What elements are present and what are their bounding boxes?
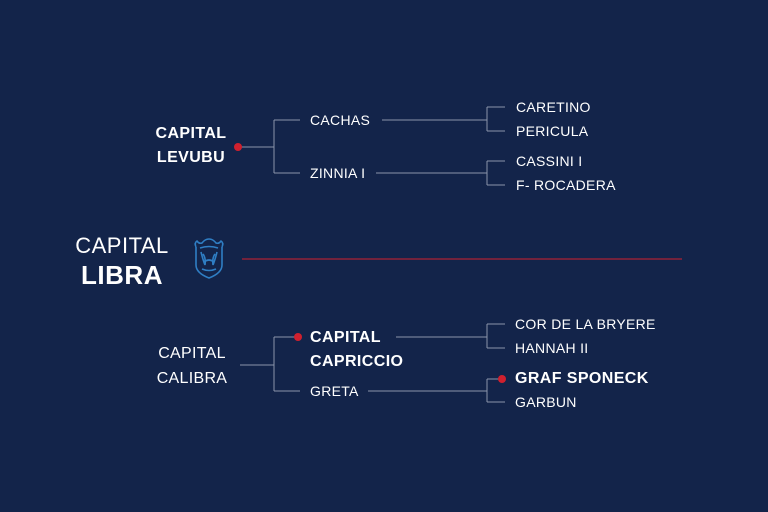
dam-parent-1-line2: CAPRICCIO xyxy=(310,353,404,370)
dam-grandparent-1: COR DE LA BRYERE xyxy=(515,316,656,332)
sire-parent-1: CACHAS xyxy=(310,112,371,128)
dam-grandparent-4: GARBUN xyxy=(515,394,577,410)
connector-dam xyxy=(240,336,300,392)
dam-parent-1-line1: CAPITAL xyxy=(310,329,381,346)
connector-capriccio xyxy=(396,323,505,349)
connector-cachas xyxy=(382,106,505,132)
connector-greta xyxy=(368,378,505,403)
sire-grandparent-1: CARETINO xyxy=(516,99,591,115)
sire-highlight-dot xyxy=(234,143,242,151)
sire-connectors xyxy=(238,106,505,186)
dam-grandparent-3: GRAF SPONECK xyxy=(515,370,649,387)
dam-parent-2: GRETA xyxy=(310,383,359,399)
sire-name-line1: CAPITAL xyxy=(155,125,227,142)
horse-name-line2: LIBRA xyxy=(81,260,163,290)
sire-grandparent-3: CASSINI I xyxy=(516,153,583,169)
connector-sire xyxy=(238,119,300,174)
dam-parent-1-highlight-dot xyxy=(294,333,302,341)
horse-name-line1: CAPITAL xyxy=(75,233,169,258)
dam-grandparent-2: HANNAH II xyxy=(515,340,589,356)
connector-zinnia xyxy=(376,160,505,186)
sire-grandparent-4: F- ROCADERA xyxy=(516,177,616,193)
dam-connectors xyxy=(240,323,505,403)
sire-name-line2: LEVUBU xyxy=(156,149,226,166)
crest-icon xyxy=(194,238,224,279)
sire-grandparent-2: PERICULA xyxy=(516,123,589,139)
dam-name-line1: CAPITAL xyxy=(158,345,226,362)
dam-grandparent-3-highlight-dot xyxy=(498,375,506,383)
dam-name-line2: CALIBRA xyxy=(156,370,228,387)
sire-parent-2: ZINNIA I xyxy=(310,165,366,181)
